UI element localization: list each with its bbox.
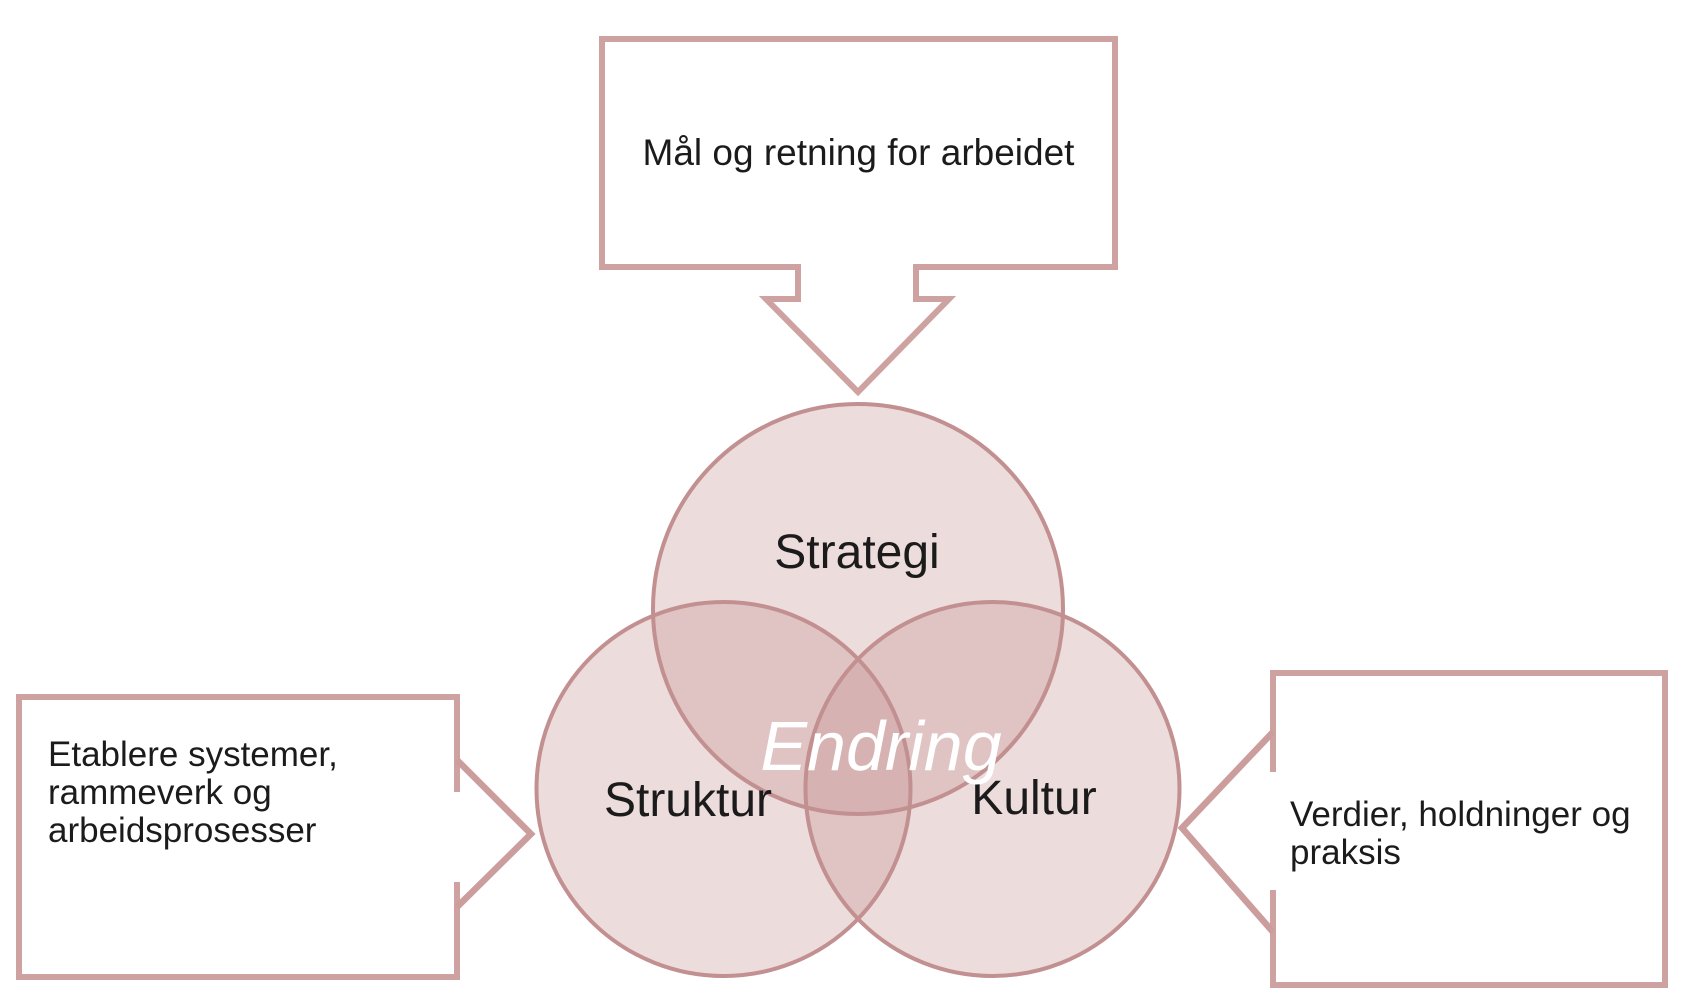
left-callout-text-line-2: rammeverk og [48, 773, 272, 812]
kultur-circle-fill [805, 602, 1180, 976]
right-callout-text-line-2: praksis [1290, 833, 1401, 872]
left-callout-text-line-1: Etablere systemer, [48, 735, 338, 774]
kultur-circle-outline [803, 600, 1182, 978]
kultur-label: Kultur [971, 772, 1097, 825]
strategi-circle-fill [653, 404, 1063, 814]
struktur-circle-outline [534, 600, 913, 978]
endring-label: Endring [760, 707, 1002, 785]
struktur-label: Struktur [603, 774, 773, 827]
top-callout-shape [599, 36, 1118, 397]
right-arrow-chevron [1177, 729, 1276, 935]
top-callout-text: Mål og retning for arbeidet [602, 39, 1115, 267]
strategi-label: Strategi [774, 526, 940, 579]
left-callout-shape [16, 694, 460, 980]
right-callout-text-line-1: Verdier, holdninger og [1290, 795, 1631, 834]
right-callout-shape [1270, 670, 1668, 988]
left-callout-text-line-3: arbeidsprosesser [48, 811, 317, 850]
strategi-circle-outline [651, 402, 1065, 816]
left-arrow-chevron [454, 757, 536, 910]
left-callout-text: Etablere systemer, rammeverk og arbeidsp… [48, 736, 338, 850]
top-callout-text-line: Mål og retning for arbeidet [642, 132, 1075, 173]
struktur-circle-fill [536, 602, 911, 976]
right-callout-text: Verdier, holdninger og praksis [1290, 796, 1631, 872]
